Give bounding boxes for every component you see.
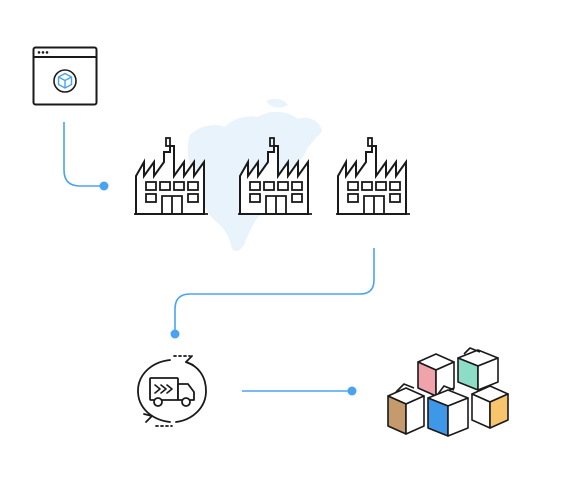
delivery-truck-cycle-icon [137,355,207,427]
factory-icon [336,137,410,215]
connector-dot-3 [347,386,357,396]
connector-dot-1 [99,181,109,191]
connector-browser-to-factory [63,122,104,187]
connector-dot-2 [170,329,180,339]
factory-icon [134,137,208,215]
stacked-boxes-icon [387,347,509,437]
browser-cube-icon [32,46,98,106]
factory-icon [238,137,312,215]
connector-factory-to-shipping [174,248,375,334]
map-island [266,98,288,108]
